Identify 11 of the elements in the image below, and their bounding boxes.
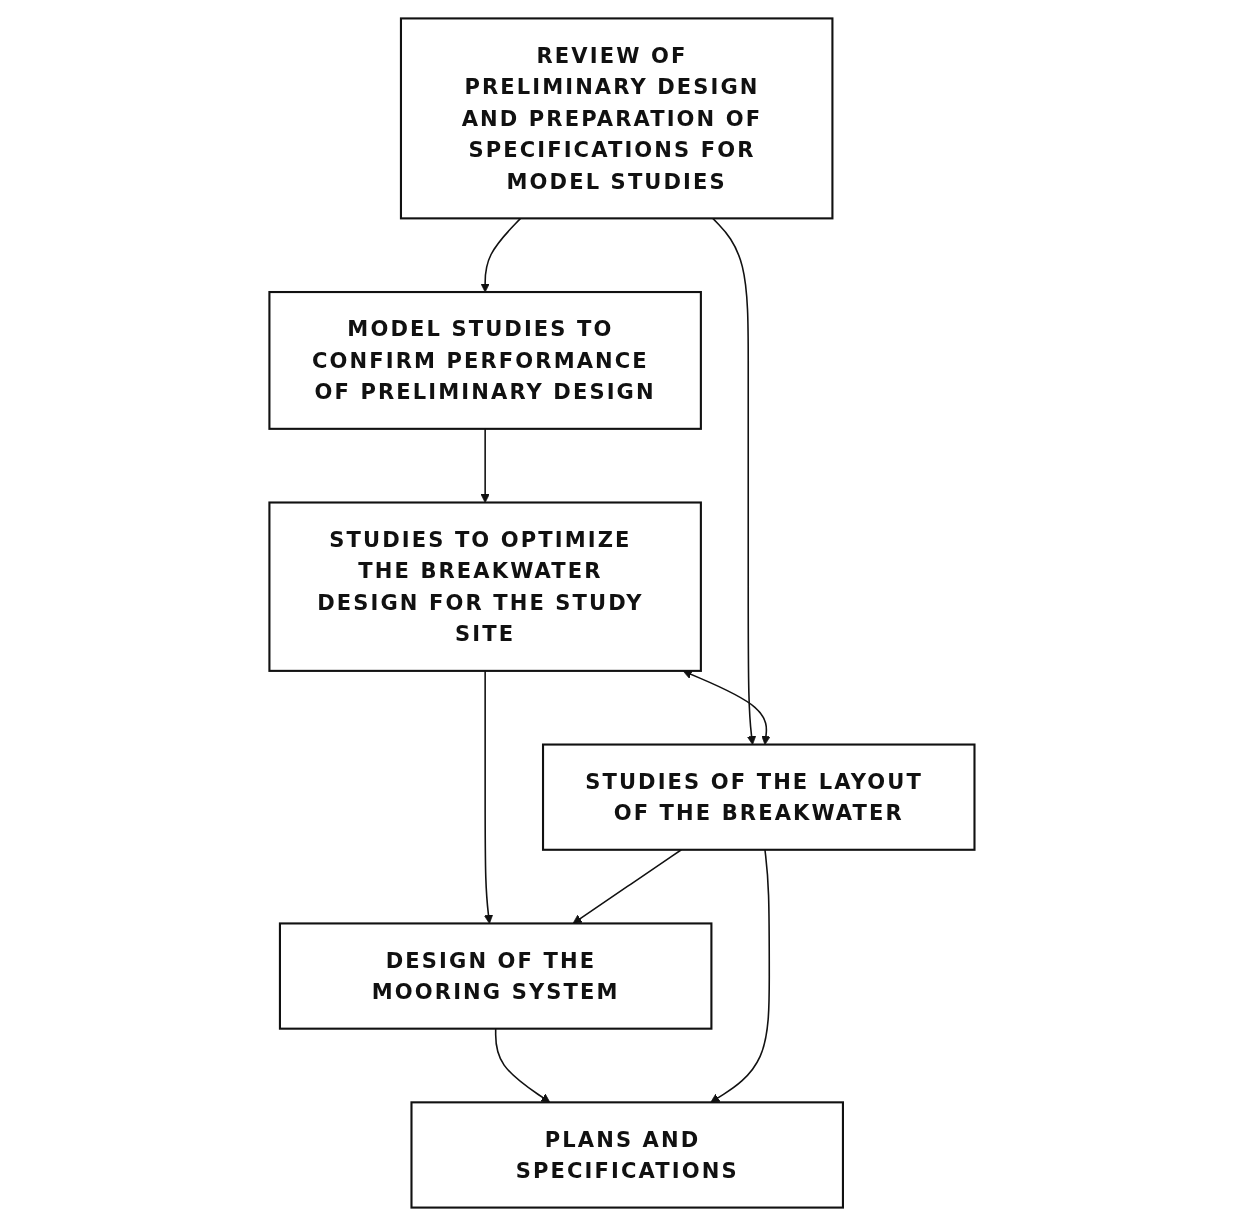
arrow <box>480 428 490 503</box>
node-box: STUDIES OF THE LAYOUT OF THE BREAKWATER <box>541 743 976 851</box>
arrow <box>483 670 493 924</box>
node-box: DESIGN OF THE MOORING SYSTEM <box>278 922 712 1030</box>
arrow <box>572 849 682 924</box>
node-box: PLANS AND SPECIFICATIONS <box>409 1101 844 1209</box>
node-box: REVIEW OF PRELIMINARY DESIGN AND PREPARATION OF SPECIFICATIONS FOR MODEL STUDIES <box>399 17 833 220</box>
node-box: MODEL STUDIES TO CONFIRM PERFORMANCE OF PRELIMINARY DESIGN <box>267 291 702 430</box>
node-box: STUDIES TO OPTIMIZE THE BREAKWATER DESIGN FOR THE STUDY SITE <box>267 501 702 672</box>
arrow <box>709 849 770 1103</box>
arrow <box>682 670 771 745</box>
